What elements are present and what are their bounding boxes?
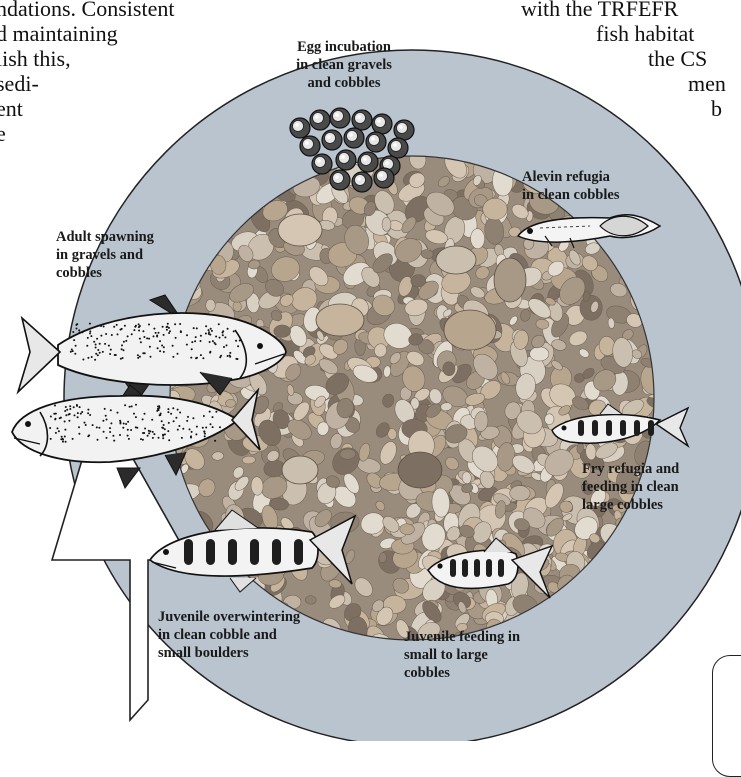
stage-label-egg-incubation: Egg incubation in clean gravels and cobb… — [279, 38, 409, 92]
stage-label-alevin-refugia: Alevin refugia in clean cobbles — [522, 168, 619, 204]
life-cycle-diagram — [0, 0, 741, 741]
stage-label-juvenile-feeding: Juvenile feeding in small to large cobbl… — [404, 628, 520, 682]
stage-label-fry-refugia: Fry refugia and feeding in clean large c… — [582, 460, 679, 514]
stage-label-juvenile-overwintering: Juvenile overwintering in clean cobble a… — [158, 608, 300, 662]
cropped-callout-box — [712, 655, 741, 777]
stage-label-adult-spawning: Adult spawning in gravels and cobbles — [56, 228, 154, 282]
